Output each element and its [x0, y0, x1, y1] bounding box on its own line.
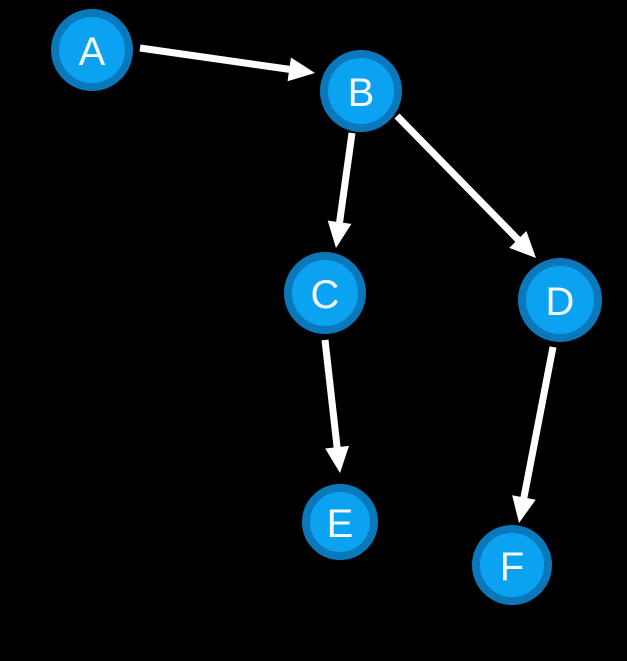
node-B[interactable]: B	[320, 50, 402, 132]
arrowhead-icon	[287, 57, 315, 82]
node-circle-A[interactable]	[51, 9, 133, 91]
edge-C-E	[321, 339, 350, 473]
node-circle-C[interactable]	[284, 252, 366, 334]
node-F[interactable]: F	[472, 525, 552, 605]
node-C[interactable]: C	[284, 252, 366, 334]
node-A[interactable]: A	[51, 9, 133, 91]
node-circle-B[interactable]	[320, 50, 402, 132]
node-E[interactable]: E	[302, 484, 378, 560]
node-circle-D[interactable]	[518, 258, 602, 342]
edge-A-B	[139, 44, 315, 82]
arrowhead-icon	[509, 231, 536, 258]
edge-D-F	[512, 346, 557, 523]
node-circle-F[interactable]	[472, 525, 552, 605]
arrowhead-icon	[325, 445, 350, 473]
edge-line-C-E	[321, 339, 342, 452]
arrowhead-icon	[327, 220, 352, 248]
node-D[interactable]: D	[518, 258, 602, 342]
edge-line-B-D	[394, 113, 524, 245]
arrowhead-icon	[512, 495, 536, 523]
edge-line-D-F	[519, 346, 557, 503]
node-circle-E[interactable]	[302, 484, 378, 560]
edge-B-D	[394, 113, 536, 258]
edge-line-A-B	[139, 44, 294, 74]
edge-line-B-C	[335, 132, 356, 227]
edge-B-C	[327, 132, 356, 248]
